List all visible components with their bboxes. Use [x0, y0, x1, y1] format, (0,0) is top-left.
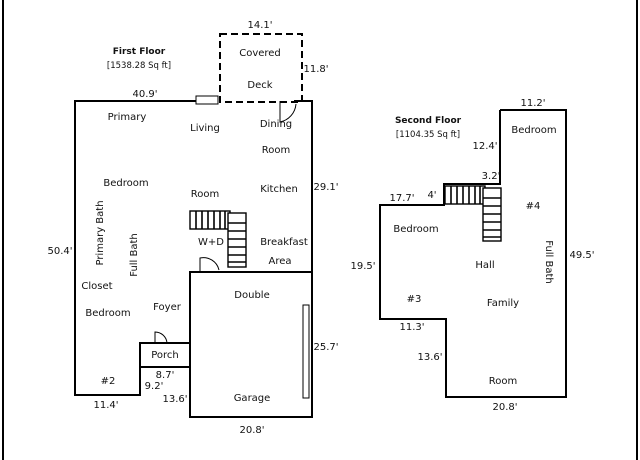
first-floor-area: [1538.28 Sq ft]: [107, 61, 171, 71]
dim-bottom-width-2: 20.8': [492, 402, 517, 413]
dim-stair-width: 3.2': [482, 171, 501, 182]
label-living: Living: [190, 123, 220, 134]
label-closet: Closet: [81, 281, 112, 292]
label-hall: Hall: [475, 260, 494, 271]
label-second-full-bath: Full Bath: [543, 240, 554, 284]
first-floor-plan: First Floor [1538.28 Sq ft]: [47, 20, 338, 436]
dim-bottom-left: 11.4': [93, 400, 118, 411]
label-bedroom-4: Bedroom: [511, 125, 556, 136]
label-primary: Primary: [108, 112, 147, 123]
dim-right-depth-2: 49.5': [569, 250, 594, 261]
dim-garage-width: 20.8': [239, 425, 264, 436]
garage-door-swing: [200, 258, 219, 272]
label-kitchen: Kitchen: [260, 184, 298, 195]
dim-deck-width: 14.1': [247, 20, 272, 31]
second-floor-plan: Second Floor [1104.35 Sq ft] Bedroom #4 …: [350, 98, 594, 413]
label-living-room: Room: [191, 189, 219, 200]
dim-top-width: 40.9': [132, 89, 157, 100]
dim-porch-depth: 9.2': [145, 381, 164, 392]
second-floor-outline: [380, 110, 566, 397]
label-breakfast-area: Area: [268, 256, 291, 267]
label-primary-bath: Primary Bath: [95, 200, 106, 265]
label-garage: Garage: [234, 393, 271, 404]
label-family-room: Room: [489, 376, 517, 387]
dim-deck-depth: 11.8': [303, 64, 328, 75]
label-dining: Dining: [260, 119, 292, 130]
dim-right-depth: 29.1': [313, 182, 338, 193]
label-double: Double: [234, 290, 269, 301]
dim-left-width: 17.7': [389, 193, 414, 204]
second-floor-stairs: [445, 186, 501, 241]
label-full-bath: Full Bath: [129, 233, 140, 277]
garage-door-mark: [303, 305, 309, 398]
dim-left-depth-2: 19.5': [350, 261, 375, 272]
label-deck: Deck: [247, 80, 272, 91]
dim-top-width-2: 11.2': [520, 98, 545, 109]
dim-step-width: 11.3': [399, 322, 424, 333]
label-bed3-number: #3: [407, 294, 422, 305]
covered-deck-outline: [220, 34, 302, 102]
dim-hall-width: 12.4': [472, 141, 497, 152]
label-primary-bedroom: Bedroom: [103, 178, 148, 189]
label-bed2-number: #2: [101, 376, 116, 387]
second-floor-title: Second Floor: [395, 116, 462, 126]
label-family: Family: [487, 298, 519, 309]
dim-foyer-offset: 13.6': [162, 394, 187, 405]
label-covered: Covered: [239, 48, 281, 59]
label-bedroom-3: Bedroom: [393, 224, 438, 235]
entry-door-mark: [196, 96, 218, 104]
dim-porch-width: 8.7': [156, 370, 175, 381]
dim-garage-depth: 25.7': [313, 342, 338, 353]
label-wd: W+D: [198, 237, 224, 248]
label-foyer: Foyer: [153, 302, 182, 313]
label-porch: Porch: [151, 350, 179, 361]
dim-step-depth: 13.6': [417, 352, 442, 363]
label-bedroom-2: Bedroom: [85, 308, 130, 319]
label-breakfast: Breakfast: [260, 237, 308, 248]
dim-landing: 4': [427, 190, 436, 201]
front-door-swing: [155, 332, 167, 343]
first-floor-title: First Floor: [113, 47, 166, 57]
label-dining-room: Room: [262, 145, 290, 156]
dim-left-depth: 50.4': [47, 246, 72, 257]
label-bed4-number: #4: [526, 201, 541, 212]
second-floor-area: [1104.35 Sq ft]: [396, 130, 460, 140]
